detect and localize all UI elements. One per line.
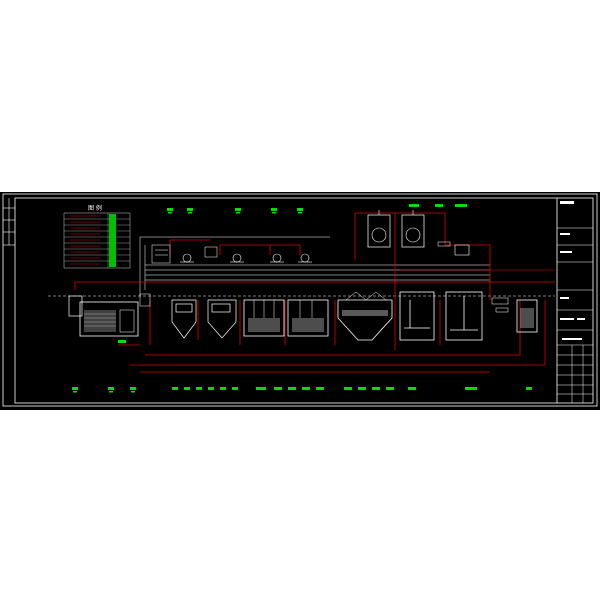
equalization-tank (79, 293, 151, 337)
settling-tank (337, 291, 393, 341)
process-tank-icon (399, 291, 483, 341)
top-labels (167, 204, 467, 214)
title-block (556, 198, 593, 403)
filter-tank-icon (243, 299, 329, 337)
outer-frame (2, 193, 598, 407)
binding-strip (3, 198, 15, 246)
pump-icon (180, 253, 312, 263)
legend-table: 图 例 (63, 204, 131, 269)
small-tank-right (437, 241, 470, 256)
process-lines (48, 212, 555, 373)
bottom-labels (72, 340, 532, 393)
hopper-tank-icon (171, 299, 237, 339)
pipe-manifold (151, 244, 218, 264)
dosing-tank-1 (367, 210, 391, 248)
legend-title: 图 例 (88, 204, 102, 212)
inlet-well (68, 295, 83, 317)
inner-frame (14, 197, 594, 404)
dosing-tank-2 (401, 210, 425, 248)
final-tank (491, 297, 538, 333)
